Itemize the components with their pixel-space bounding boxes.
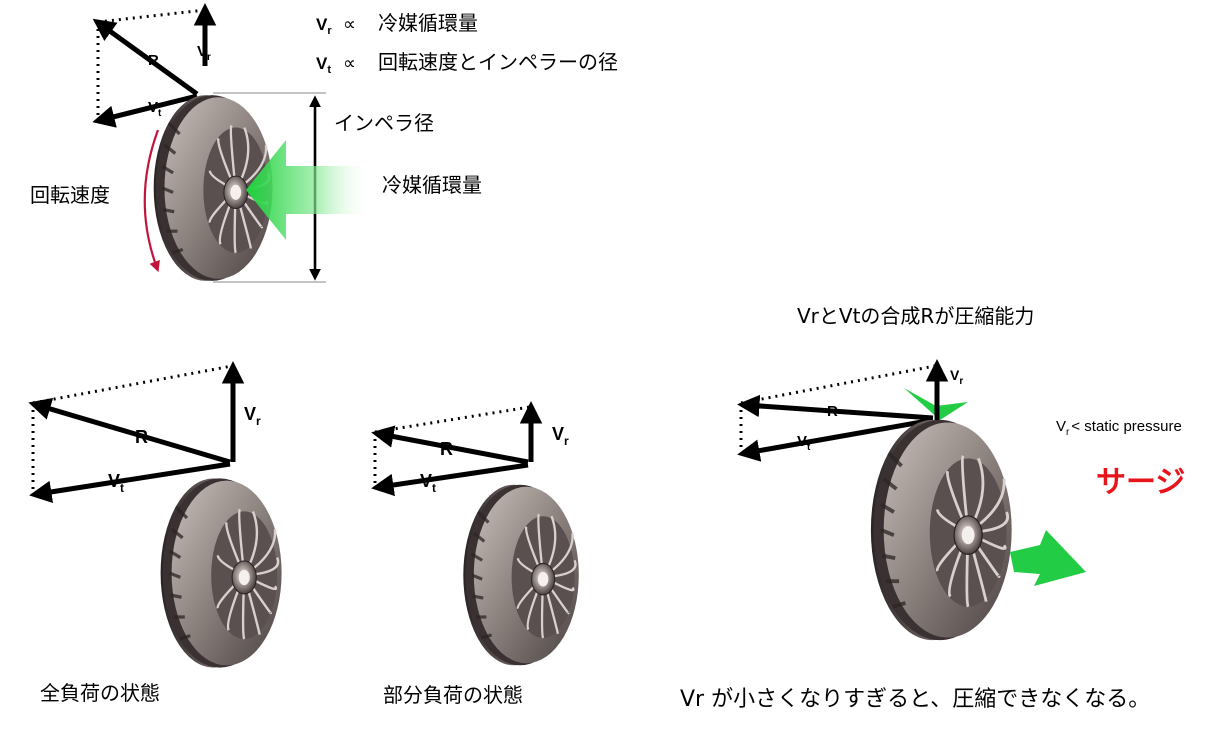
surge-outflow-arrow	[1010, 530, 1086, 586]
r-label: R	[827, 403, 838, 420]
r-label: R	[148, 52, 159, 69]
formula-vr-symbol: Vr	[316, 15, 332, 37]
impeller-diameter-label: インペラ径	[334, 111, 434, 135]
formula-block: Vr ∝ 冷媒循環量 Vt ∝ 回転速度とインペラーの径	[316, 11, 618, 76]
r-arrow	[92, 18, 199, 97]
r-arrow	[28, 398, 231, 465]
vt-arrow	[737, 417, 934, 462]
full-load-vector-diagram: R Vr Vt	[28, 361, 261, 504]
surge-label: サージ	[1096, 465, 1185, 500]
r-arrow	[371, 425, 529, 465]
formula-vr-text: 冷媒循環量	[378, 11, 478, 35]
surge-caption: Vr が小さくなりすぎると、圧縮できなくなる。	[680, 687, 1150, 712]
rotation-arrow	[143, 129, 160, 273]
vr-label: Vr	[552, 424, 569, 448]
static-pressure-condition: Vr< static pressure	[1056, 418, 1182, 438]
proportional-sign: ∝	[343, 53, 356, 74]
formula-vt-symbol: Vt	[316, 54, 331, 76]
formula-vt-text: 回転速度とインペラーの径	[378, 50, 618, 74]
surge-panel-title: VrとVtの合成Rが圧縮能力	[797, 304, 1034, 328]
surge-impeller-image	[868, 418, 1014, 643]
surge-vector-diagram: R Vr Vt	[737, 359, 968, 462]
vt-label: Vt	[797, 433, 811, 453]
vr-label: Vr	[244, 404, 261, 428]
vt-label: Vt	[420, 471, 436, 495]
vt-arrow	[371, 462, 529, 497]
vr-label: Vr	[197, 43, 211, 63]
proportional-sign: ∝	[343, 14, 356, 35]
partial-load-caption: 部分負荷の状態	[383, 683, 523, 707]
full-load-impeller-image	[158, 476, 284, 670]
full-load-caption: 全負荷の状態	[40, 681, 160, 705]
dotted-line	[32, 364, 233, 405]
r-label: R	[135, 427, 148, 447]
dotted-line	[740, 363, 941, 405]
dotted-line	[374, 405, 531, 434]
surge-backflow-arrow	[904, 388, 968, 420]
dotted-line	[97, 8, 206, 24]
r-arrow	[737, 394, 934, 421]
vt-arrow	[29, 461, 231, 504]
partial-load-vector-diagram: R Vr Vt	[371, 401, 569, 497]
vr-label: Vr	[950, 367, 963, 387]
top-vector-diagram: R Vr Vt	[92, 3, 217, 128]
vt-label: Vt	[108, 471, 124, 495]
rotation-speed-label: 回転速度	[30, 183, 110, 207]
vt-label: Vt	[148, 99, 162, 119]
refrigerant-flow-arrow	[246, 140, 372, 240]
r-label: R	[440, 439, 453, 459]
refrigerant-flow-label: 冷媒循環量	[382, 173, 482, 197]
vt-arrow	[92, 93, 198, 128]
partial-load-impeller-image	[461, 483, 581, 667]
